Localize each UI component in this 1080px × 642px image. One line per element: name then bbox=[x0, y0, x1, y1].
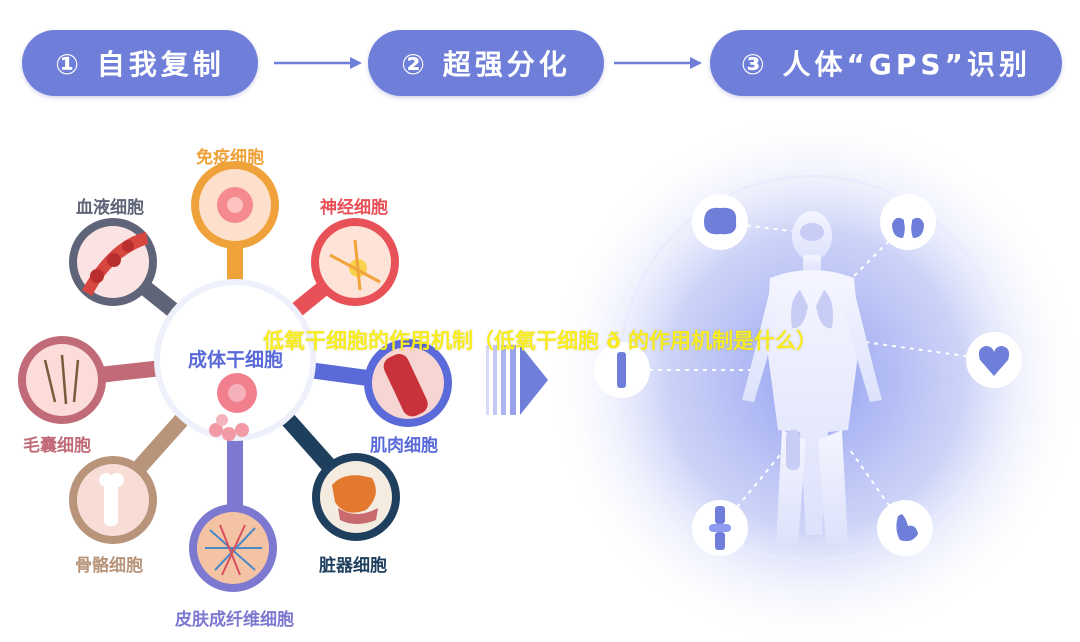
step-self-replication: ① 自我复制 bbox=[22, 30, 258, 96]
bone-cell-label: 骨骼细胞 bbox=[75, 556, 143, 576]
skin-fibroblast-label: 皮肤成纤维细胞 bbox=[175, 610, 294, 630]
hub-circle bbox=[154, 279, 316, 441]
muscle-cell-label: 肌肉细胞 bbox=[370, 436, 438, 456]
organ-cell-label: 脏器细胞 bbox=[319, 556, 387, 576]
overlay-title: 低氧干细胞的作用机制（低氧干细胞 ð 的作用机制是什么） bbox=[262, 329, 818, 353]
hair-follicle-label: 毛囊细胞 bbox=[23, 436, 91, 456]
step-differentiation: ② 超强分化 bbox=[368, 30, 604, 96]
immune-cell-label: 免疫细胞 bbox=[196, 148, 264, 168]
arrow-right-icon bbox=[274, 57, 362, 69]
blood-cell-label: 血液细胞 bbox=[76, 198, 144, 218]
big-arrow-icon bbox=[486, 345, 548, 415]
nerve-cell-label: 神经细胞 bbox=[320, 198, 388, 218]
arrow-right-icon bbox=[614, 57, 702, 69]
step-gps-recognition: ③ 人体“GPS”识别 bbox=[710, 30, 1062, 96]
hub-label: 成体干细胞 bbox=[188, 349, 284, 371]
